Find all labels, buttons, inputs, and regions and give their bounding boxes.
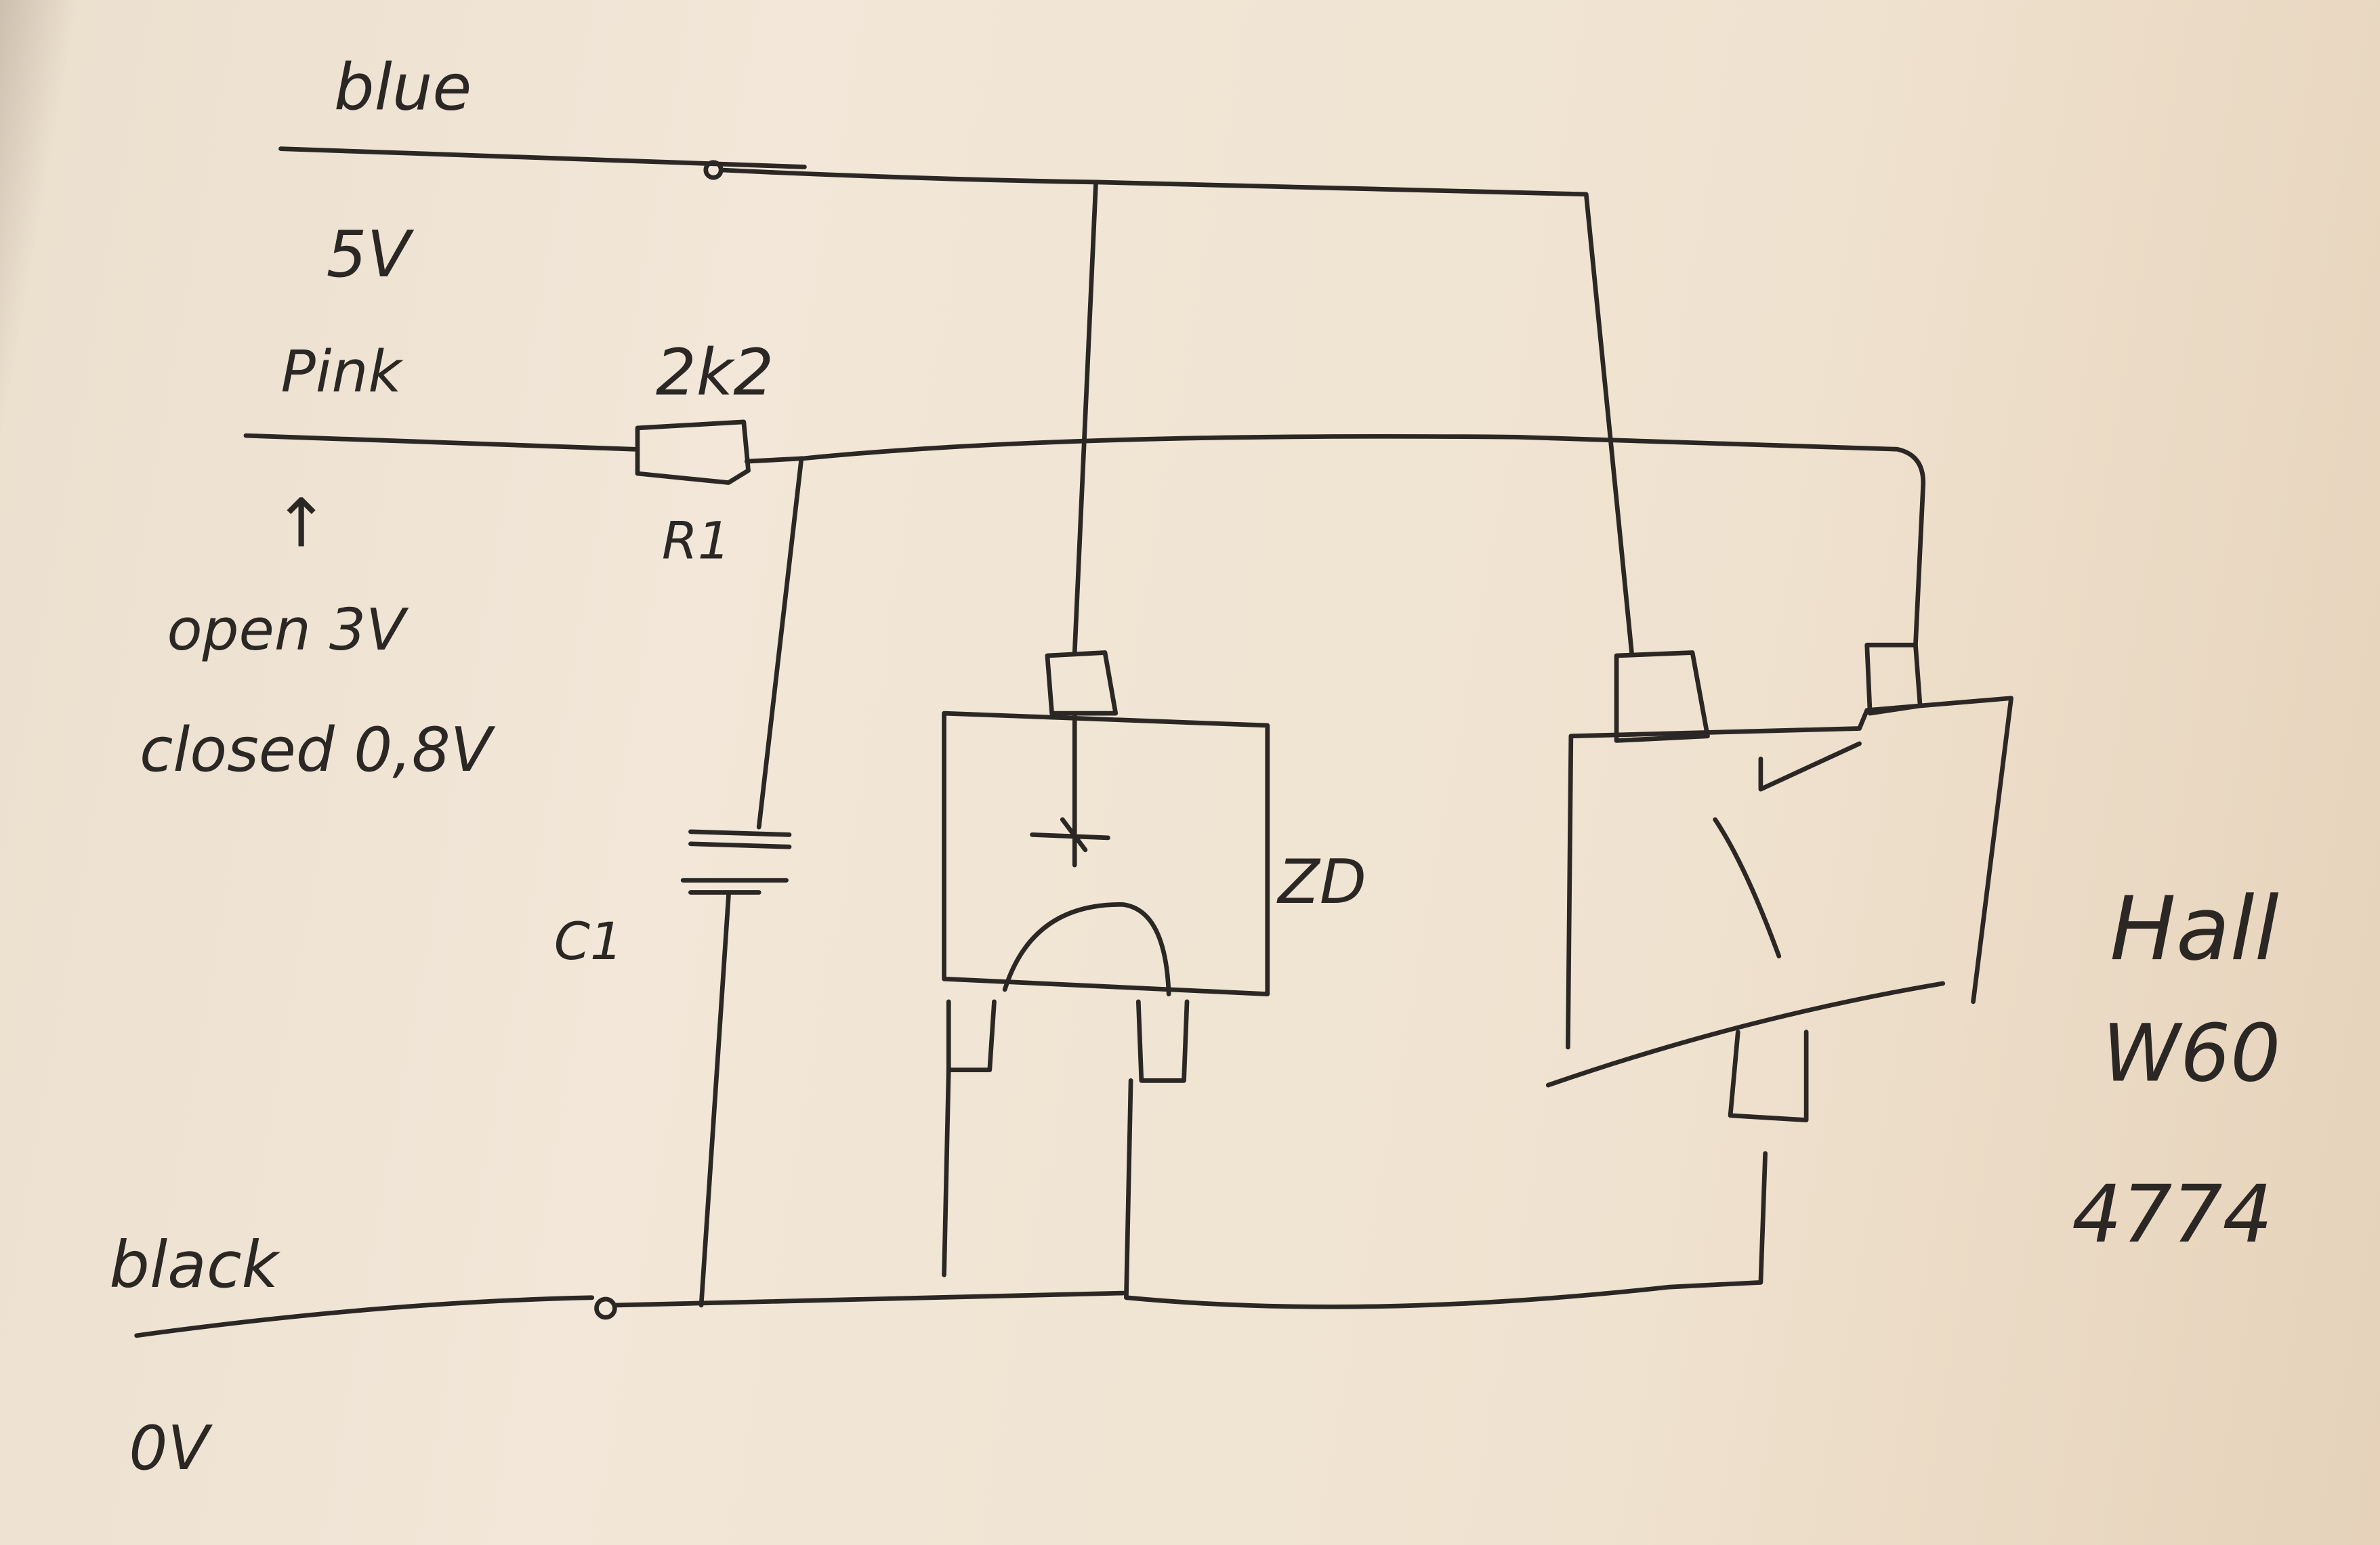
zener-box <box>942 650 1270 1083</box>
resistor-r1 <box>635 419 751 485</box>
capacitor-c1 <box>680 829 792 1308</box>
terminal-blue <box>703 160 724 180</box>
label-c1: C1 <box>554 911 623 971</box>
label-5v: 5V <box>327 218 415 292</box>
wire-blue-5v <box>278 146 1634 655</box>
wire-pink-after-resistor <box>744 433 1925 648</box>
wire-zener-to-ground <box>942 1067 1768 1309</box>
label-0v: 0V <box>129 1414 213 1484</box>
terminal-black <box>594 1296 617 1320</box>
label-hall: Hall <box>2110 877 2279 980</box>
label-w60: W60 <box>2102 1008 2280 1099</box>
arrow-up: ↑ <box>273 485 329 563</box>
label-open-3v: open 3V <box>167 597 409 664</box>
label-black: black <box>109 1229 280 1303</box>
wire-black-0v <box>134 1290 1126 1338</box>
label-r1: R1 <box>662 511 730 571</box>
wire-to-capacitor <box>756 456 804 830</box>
hall-sensor-box <box>1545 642 2013 1122</box>
label-zd: ZD <box>1276 847 1366 918</box>
label-pink: Pink <box>280 339 404 406</box>
label-4774: 4774 <box>2072 1169 2272 1261</box>
wire-pink <box>243 433 637 452</box>
wire-5v-to-zener <box>1072 179 1098 655</box>
label-closed-0-8v: closed 0,8V <box>140 715 496 786</box>
label-resistor-value: 2k2 <box>656 337 774 410</box>
label-blue: blue <box>334 51 472 125</box>
